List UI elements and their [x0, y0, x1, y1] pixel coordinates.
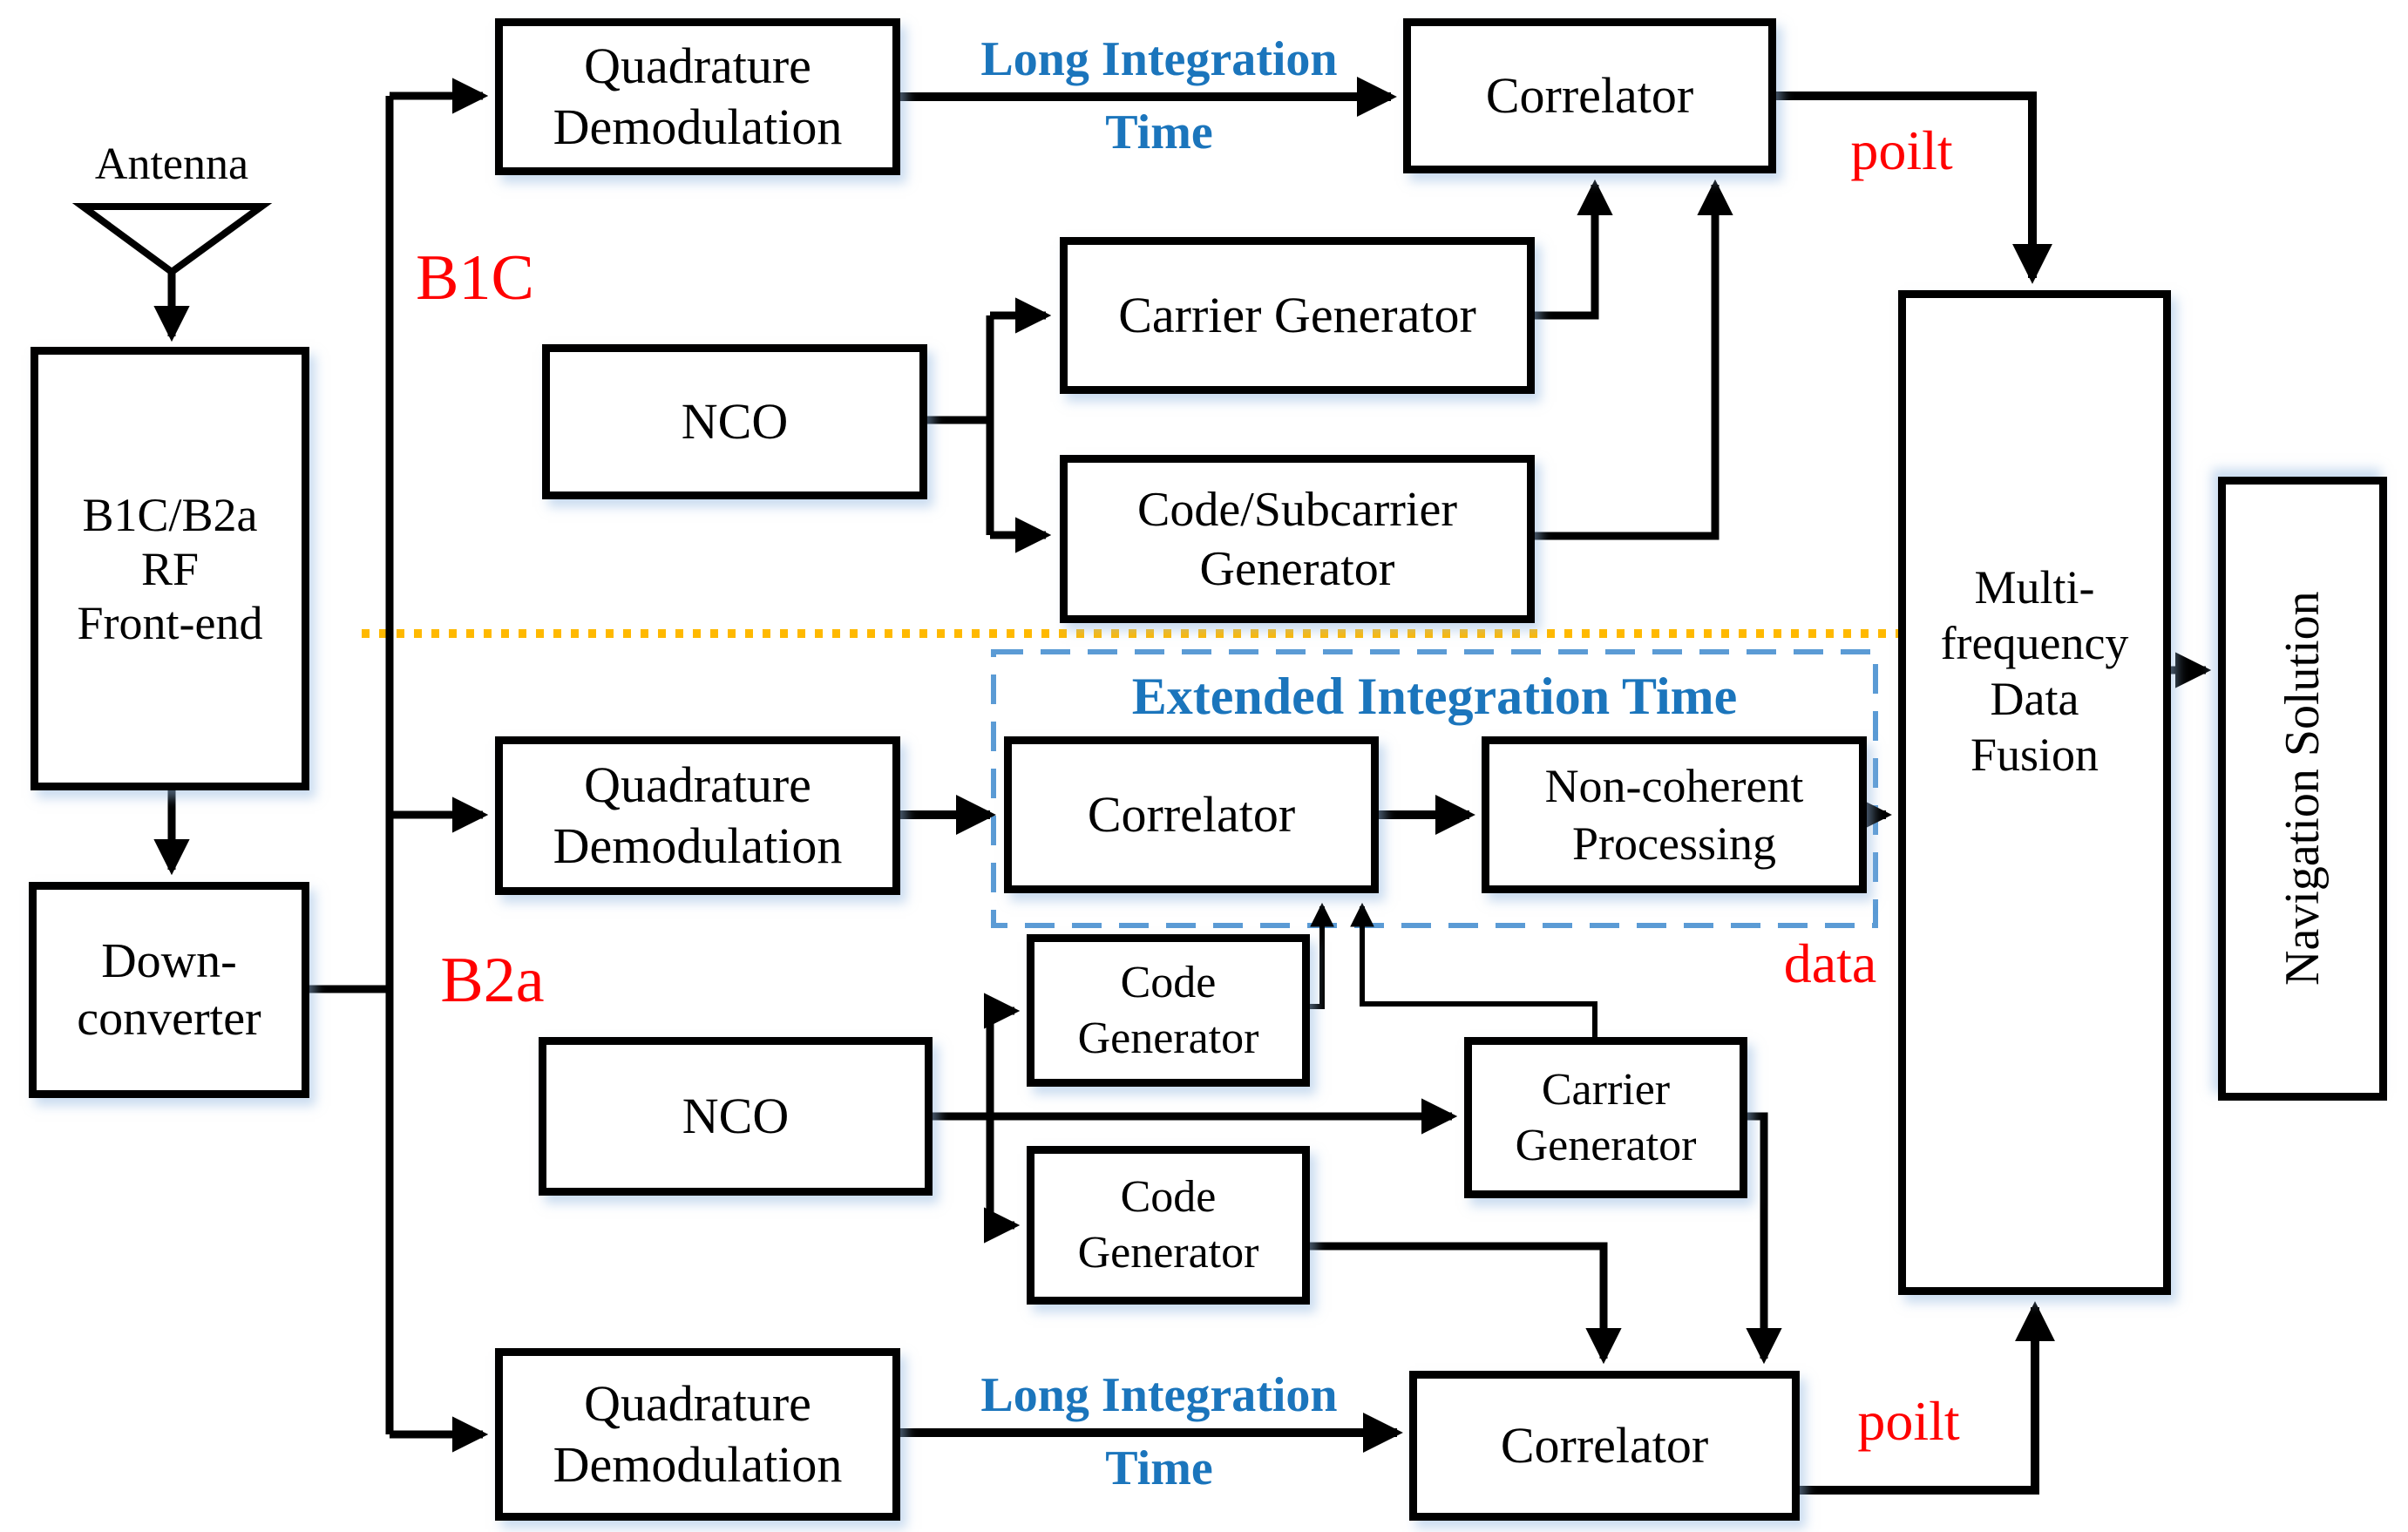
b2a-nco-block: NCO	[539, 1037, 933, 1196]
b1c-carrier-generator-block: Carrier Generator	[1060, 237, 1535, 394]
extended-integration-dashed-border	[991, 649, 1878, 928]
rf-front-end-block: B1C/B2a RF Front-end	[31, 347, 309, 790]
b2a-code-generator-pilot-block: Code Generator	[1027, 1146, 1310, 1305]
multi-frequency-data-fusion-block: Multi- frequency Data Fusion	[1898, 290, 2171, 1295]
b2a-code-generator-data-block: Code Generator	[1027, 934, 1310, 1087]
b2a-non-coherent-processing-block: Non-coherent Processing	[1482, 736, 1867, 893]
b2a-pilot-correlator-block: Correlator	[1409, 1371, 1800, 1521]
b1c-quadrature-demodulation-block: Quadrature Demodulation	[495, 18, 900, 175]
b2a-carrier-generator-block: Carrier Generator	[1464, 1037, 1747, 1198]
down-converter-block: Down- converter	[29, 882, 309, 1098]
b2a-data-quadrature-demodulation-block: Quadrature Demodulation	[495, 736, 900, 895]
b2a-pilot-quadrature-demodulation-block: Quadrature Demodulation	[495, 1348, 900, 1521]
b1c-code-subcarrier-generator-block: Code/Subcarrier Generator	[1060, 455, 1535, 623]
navigation-solution-block: Navigation Solution	[2218, 477, 2387, 1101]
b2a-data-correlator-block: Correlator	[1004, 736, 1379, 893]
antenna-icon	[71, 203, 273, 276]
b1c-correlator-block: Correlator	[1403, 18, 1776, 173]
b1c-nco-block: NCO	[542, 344, 927, 499]
